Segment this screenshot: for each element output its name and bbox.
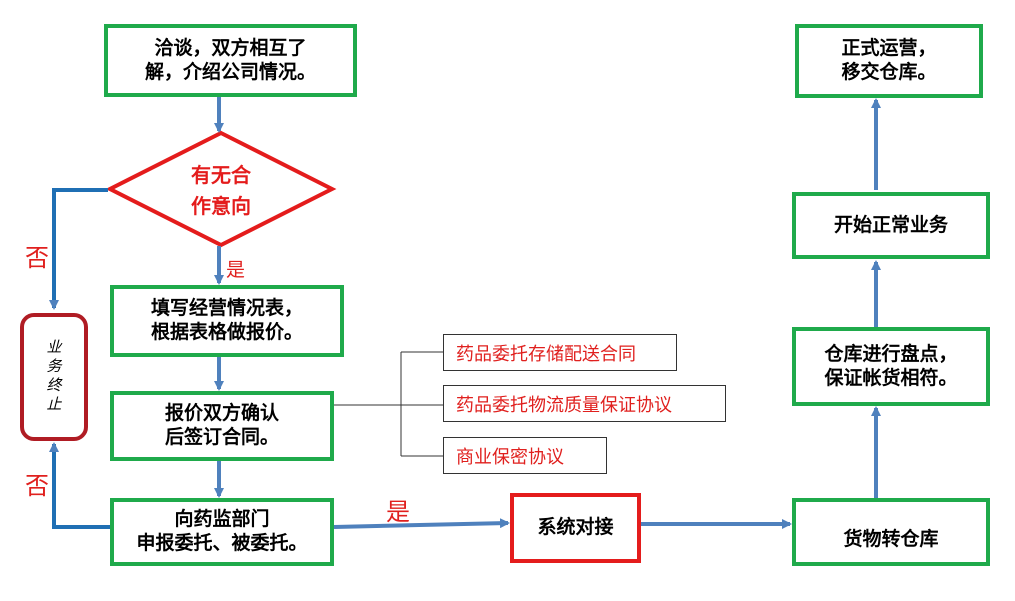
doc-storage-contract: 药品委托存储配送合同: [443, 334, 677, 371]
node-confirm-contract: 报价双方确认 后签订合同。: [110, 391, 334, 461]
node-terminate: 业务终止: [20, 313, 88, 441]
node-system: 系统对接: [510, 493, 641, 563]
node-fill-form: 填写经营情况表， 根据表格做报价。: [110, 285, 344, 357]
node-negotiate: 洽谈，双方相互了 解，介绍公司情况。: [104, 24, 357, 97]
arrow-report-to-system: [333, 518, 510, 529]
doc-quality-agreement: 药品委托物流质量保证协议: [443, 385, 726, 422]
decision-diamond: [105, 130, 337, 248]
node-inventory: 仓库进行盘点， 保证帐货相符。: [792, 327, 990, 406]
label-yes-decision: 是: [226, 259, 246, 281]
doc-confidentiality: 商业保密协议: [443, 437, 607, 474]
node-operation: 正式运营， 移交仓库。: [795, 24, 983, 98]
terminate-text: 业务终止: [44, 339, 63, 415]
arrow-decision-no: [49, 188, 108, 310]
label-no-report: 否: [25, 472, 49, 500]
label-no-decision: 否: [25, 244, 49, 272]
node-start-business: 开始正常业务: [792, 192, 990, 259]
node-report: 向药监部门 申报委托、被委托。: [110, 498, 334, 566]
label-yes-report: 是: [386, 498, 410, 526]
node-goods-transfer: 货物转仓库: [792, 498, 990, 566]
decision-text: 有无合 作意向: [191, 163, 251, 218]
arrow-report-no: [49, 442, 110, 529]
